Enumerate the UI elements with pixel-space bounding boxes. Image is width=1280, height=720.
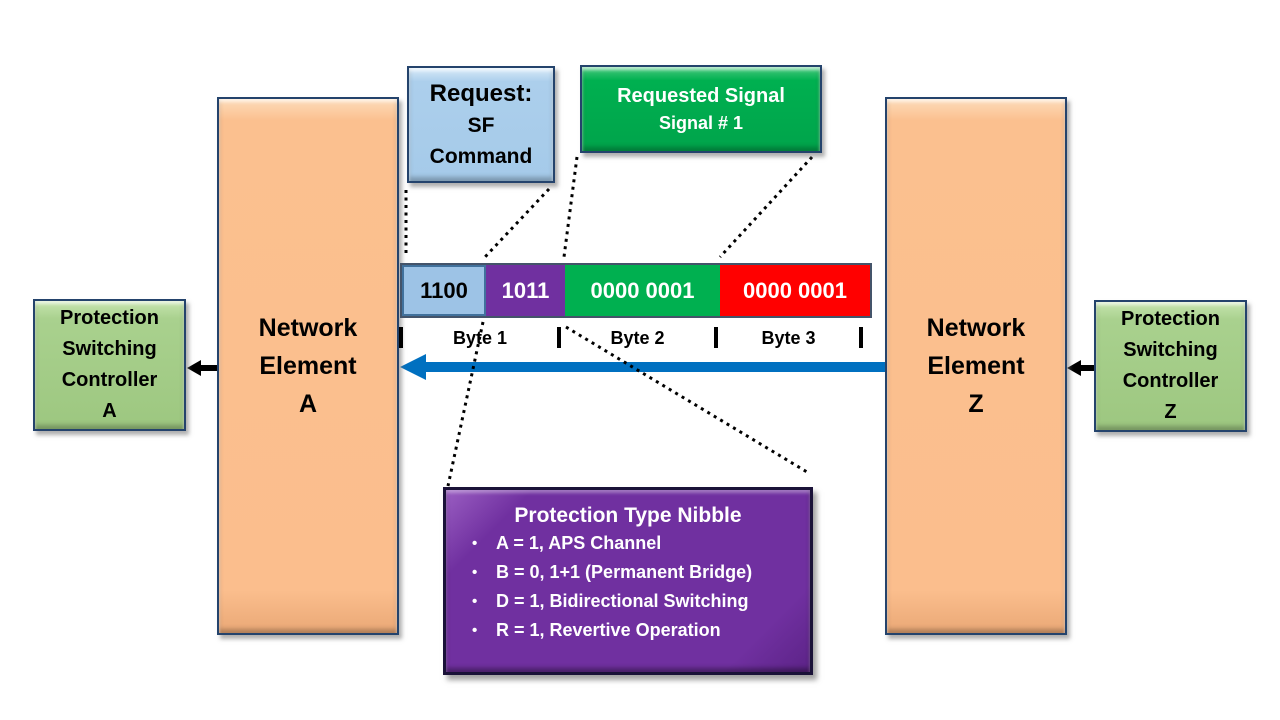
aps-bytes-bar: 1100 1011 0000 0001 0000 0001 (400, 263, 872, 318)
protection-type-item: • R = 1, Revertive Operation (446, 616, 810, 645)
byte-2-label: Byte 2 (610, 327, 665, 348)
protection-type-item: • A = 1, APS Channel (446, 529, 810, 558)
protection-switching-controller-a-box: Protection Switching Controller A (33, 299, 186, 431)
callout-line-request-right (483, 187, 551, 259)
request-callout-box: Request: SF Command (407, 66, 555, 183)
request-callout-line: Command (429, 145, 533, 168)
ne-z-label-line: Element (927, 352, 1025, 380)
psc-a-arrow (187, 360, 218, 376)
protection-type-nibble-segment: 1011 (486, 265, 565, 316)
request-nibble-segment: 1100 (402, 265, 486, 316)
byte-3-label: Byte 3 (761, 327, 816, 348)
bridged-signal-byte-segment: 0000 0001 (720, 265, 870, 316)
ne-z-label-line: Network (926, 314, 1026, 342)
protection-switching-controller-z-box: Protection Switching Controller Z (1094, 300, 1247, 432)
protection-type-item-text: R = 1, Revertive Operation (496, 620, 721, 640)
network-element-a-box: Network Element A (217, 97, 399, 635)
requested-signal-title: Requested Signal (617, 84, 785, 107)
ne-a-label-line: A (298, 390, 318, 418)
psc-a-label-line: Switching (62, 338, 157, 360)
protection-type-title: Protection Type Nibble (514, 504, 742, 527)
ne-a-label-line: Element (259, 352, 357, 380)
ne-z-label-line: Z (968, 390, 984, 418)
byte-scale-tick (557, 327, 561, 348)
psc-a-label-line: Controller (61, 369, 158, 391)
requested-signal-byte-segment: 0000 0001 (565, 265, 720, 316)
byte-1-label: Byte 1 (452, 327, 508, 348)
byte-scale-tick (859, 327, 863, 348)
request-callout-line: SF (467, 114, 495, 137)
protection-type-item: • B = 0, 1+1 (Permanent Bridge) (446, 558, 810, 587)
requested-signal-value: Signal # 1 (658, 112, 744, 133)
psc-z-label-line: Protection (1121, 308, 1220, 330)
byte-scale-tick (399, 327, 403, 348)
protection-type-item-text: D = 1, Bidirectional Switching (496, 591, 749, 611)
byte-scale-tick (714, 327, 718, 348)
callout-line-signal-right (718, 155, 814, 259)
bullet-icon: • (472, 535, 478, 552)
psc-z-arrow (1067, 360, 1095, 376)
protection-type-item-text: B = 0, 1+1 (Permanent Bridge) (496, 562, 753, 582)
requested-signal-callout-box: Requested Signal Signal # 1 (580, 65, 822, 153)
bullet-icon: • (472, 564, 478, 581)
psc-a-label-line: Protection (60, 307, 159, 329)
network-element-z-box: Network Element Z (885, 97, 1067, 635)
protection-type-callout-box: Protection Type Nibble • A = 1, APS Chan… (443, 487, 813, 675)
psc-z-label-line: Switching (1123, 339, 1218, 361)
protection-type-item: • D = 1, Bidirectional Switching (446, 587, 810, 616)
callout-line-signal-left (562, 156, 579, 258)
protection-type-item-text: A = 1, APS Channel (496, 533, 662, 553)
ne-a-label-line: Network (258, 314, 358, 342)
request-callout-title: Request: (429, 80, 533, 107)
aps-flow-arrow (400, 354, 885, 380)
bullet-icon: • (472, 622, 478, 639)
psc-a-label-line: A (102, 400, 117, 422)
bullet-icon: • (472, 593, 478, 610)
psc-z-label-line: Z (1164, 401, 1177, 423)
psc-z-label-line: Controller (1122, 370, 1219, 392)
